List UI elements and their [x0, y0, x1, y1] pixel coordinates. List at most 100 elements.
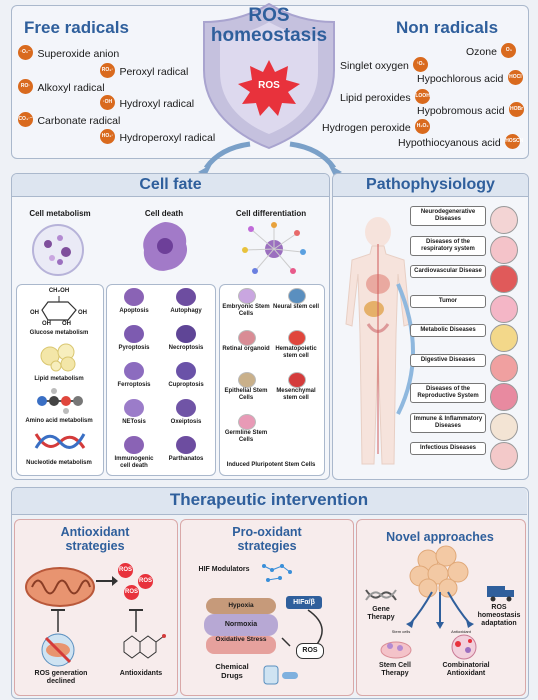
chemical-drugs-label: Chemical Drugs — [215, 662, 249, 680]
metabolism-item: Amino acid metabolism — [25, 418, 93, 424]
death-item-label: Immunogenic cell death — [114, 456, 154, 469]
disease-label: Diseases of the respiratory system — [410, 235, 486, 256]
cell-death-title: Cell death — [144, 209, 184, 218]
differentiation-icon — [242, 222, 306, 274]
diff-item-label: Embryonic Stem Cells — [222, 304, 270, 317]
novel-arrows — [406, 591, 474, 629]
ros-node: ROS — [296, 643, 324, 659]
organ-icon — [490, 265, 518, 293]
radical-symbol: CO₃·⁻ — [18, 112, 33, 128]
organ-icon — [490, 324, 518, 352]
ros-cluster: ROS — [124, 584, 139, 602]
death-item-label: Parthanatos — [168, 456, 204, 462]
amino-acid-icon — [37, 388, 83, 414]
stem-cell-icon — [238, 288, 256, 304]
glucose-oh-4: OH — [62, 321, 71, 327]
layer-normoxia: Normoxia — [204, 614, 278, 636]
human-body-icon — [345, 217, 415, 465]
diff-item-label: Hematopoietic stem cell — [275, 346, 317, 359]
glucose-oh-3: OH — [42, 321, 51, 327]
disease-label: Cardiovascular Disease — [410, 265, 486, 278]
death-cell-icon — [124, 362, 144, 380]
free-radical-item: RO· Alkoxyl radical — [18, 78, 105, 96]
ros-badge-label: ROS — [258, 80, 280, 91]
death-cell-icon — [124, 288, 144, 306]
disease-label: Tumor — [410, 294, 486, 308]
disease-label: Neurodegenerative Diseases — [410, 206, 486, 226]
radical-symbol: ·OH — [100, 95, 115, 111]
organ-icon — [490, 383, 518, 411]
metabolism-cell-icon — [32, 224, 84, 276]
free-radical-item: RO₂· Peroxyl radical — [100, 62, 188, 80]
free-radical-item: ·OH Hydroxyl radical — [100, 94, 194, 112]
ros-homeostasis-title: ROS homeostasis — [210, 5, 328, 46]
truck-icon — [487, 586, 514, 602]
arrows-to-sections — [198, 141, 342, 176]
disease-label: Infectious Diseases — [410, 442, 486, 455]
free-radical-item: CO₃·⁻ Carbonate radical — [18, 111, 120, 129]
radical-symbol: HOCl — [507, 70, 523, 86]
dna-gene-icon — [365, 589, 397, 601]
death-cell-icon — [176, 399, 196, 417]
radical-symbol: H₂O₂ — [415, 119, 431, 135]
hif-modulators-label: HIF Modulators — [198, 566, 250, 573]
diff-item-label: Epithelial Stem Cells — [224, 388, 268, 401]
pathophysiology-title: Pathophysiology — [333, 174, 528, 197]
hif-box: HIFα/β — [286, 596, 322, 609]
cell-cluster-icon — [409, 545, 469, 598]
radical-symbol: LOOH — [415, 89, 431, 105]
radical-symbol: RO₂· — [100, 63, 115, 79]
differentiation-box — [219, 284, 325, 476]
stem-cell-icon — [288, 288, 306, 304]
death-cell-icon — [176, 288, 196, 306]
stem-cell-icon — [238, 414, 256, 430]
ros-chip: ROS — [118, 563, 133, 579]
non-radicals-title: Non radicals — [396, 18, 499, 37]
glucose-ring-icon — [41, 296, 77, 321]
non-radical-item: Hypothiocyanous acid HOSCN — [398, 133, 523, 151]
ros-chip: ROS — [138, 574, 153, 590]
novel-item-combinatorial: Combinatorial Antioxidant — [442, 662, 490, 677]
stem-cell-icon — [288, 330, 306, 346]
organ-icon — [490, 353, 518, 382]
radical-symbol: HO₂· — [100, 129, 115, 145]
death-item-label: Pyroptosis — [118, 345, 150, 351]
antioxidant-molecule-icon — [123, 634, 166, 659]
organ-icon — [490, 206, 518, 234]
death-item-label: Ferroptosis — [117, 382, 151, 388]
novel-approaches-title: Novel approaches — [386, 530, 494, 544]
death-item-label: Cuproptosis — [168, 382, 204, 388]
diff-item-label: Neural stem cell — [272, 304, 320, 310]
non-radical-item: Hydrogen peroxide H₂O₂ — [322, 118, 431, 136]
stem-cell-icon — [238, 372, 256, 388]
cell-differentiation-title: Cell differentiation — [235, 209, 307, 218]
molecules-icon — [262, 564, 292, 582]
ros-release-arrow — [96, 576, 118, 586]
death-item-label: Apoptosis — [119, 308, 149, 314]
non-radical-item: Ozone O₃ — [466, 42, 517, 60]
radical-symbol: O₃ — [501, 43, 517, 59]
novel-item-gene-therapy: Gene Therapy — [367, 606, 395, 621]
inhibit-lines — [51, 609, 143, 632]
death-cell-icon — [176, 436, 196, 454]
metabolism-item: Lipid metabolism — [34, 376, 84, 382]
non-radical-item: Lipid peroxides LOOH — [340, 88, 431, 106]
free-radicals-title: Free radicals — [24, 18, 129, 37]
glucose-oh-2: OH — [78, 310, 87, 316]
antioxidant-item: Antioxidants — [119, 670, 163, 677]
combinatorial-icon — [451, 634, 477, 660]
disease-label: Diseases of the Reproductive System — [410, 383, 486, 403]
antioxidant-panel — [14, 519, 178, 696]
disease-label: Metabolic Diseases — [410, 324, 486, 337]
novel-item-stem-cell-therapy: Stem Cell Therapy — [379, 662, 411, 677]
glucose-formula-top: CH₂OH — [48, 288, 70, 294]
tiny-label-stem-cells: Stem cells — [391, 629, 411, 634]
novel-item-ros-adaptation: ROS homeostasis adaptation — [477, 604, 521, 627]
death-cell-icon — [176, 325, 196, 343]
diff-item-label: Mesenchymal stem cell — [276, 388, 316, 401]
layer-oxidative-stress: Oxidative Stress — [206, 636, 276, 654]
pills-icon — [263, 665, 298, 685]
stem-cell-icon — [288, 372, 306, 388]
death-item-label: Necroptosis — [168, 345, 204, 351]
radical-symbol: ·O₂⁻ — [18, 45, 33, 61]
